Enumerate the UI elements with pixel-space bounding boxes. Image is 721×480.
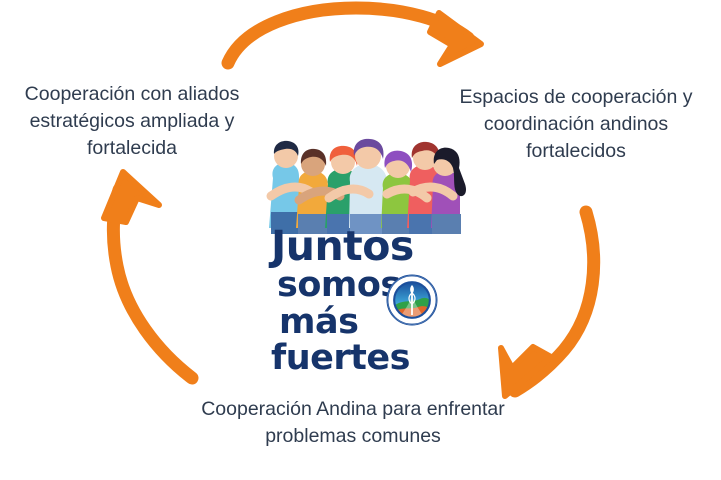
node-label-bottom: Cooperación Andina para enfrentar proble… [201, 398, 505, 447]
arrow-left-to-right [221, 1, 484, 70]
person-1 [269, 140, 301, 234]
arrow-right-to-bottom [498, 205, 601, 399]
juntos-somos-mas-fuertes-logo: Juntos somos más fuertes [255, 136, 467, 377]
linked-arms [266, 182, 458, 205]
group-hug-illustration [266, 138, 467, 234]
logo-word-somos: somos [277, 265, 401, 305]
logo-word-fuertes: fuertes [271, 338, 410, 378]
logo-wordmark: Juntos somos más fuertes [255, 222, 467, 377]
node-label-right: Espacios de cooperación y coordinación a… [459, 86, 693, 162]
logo-word-mas: más [279, 302, 359, 342]
organismo-andino-de-salud-seal [386, 274, 438, 326]
arrow-bottom-to-left [101, 169, 199, 385]
node-label-left: Cooperación con aliados estratégicos amp… [24, 83, 240, 159]
logo-word-juntos: Juntos [271, 222, 414, 270]
